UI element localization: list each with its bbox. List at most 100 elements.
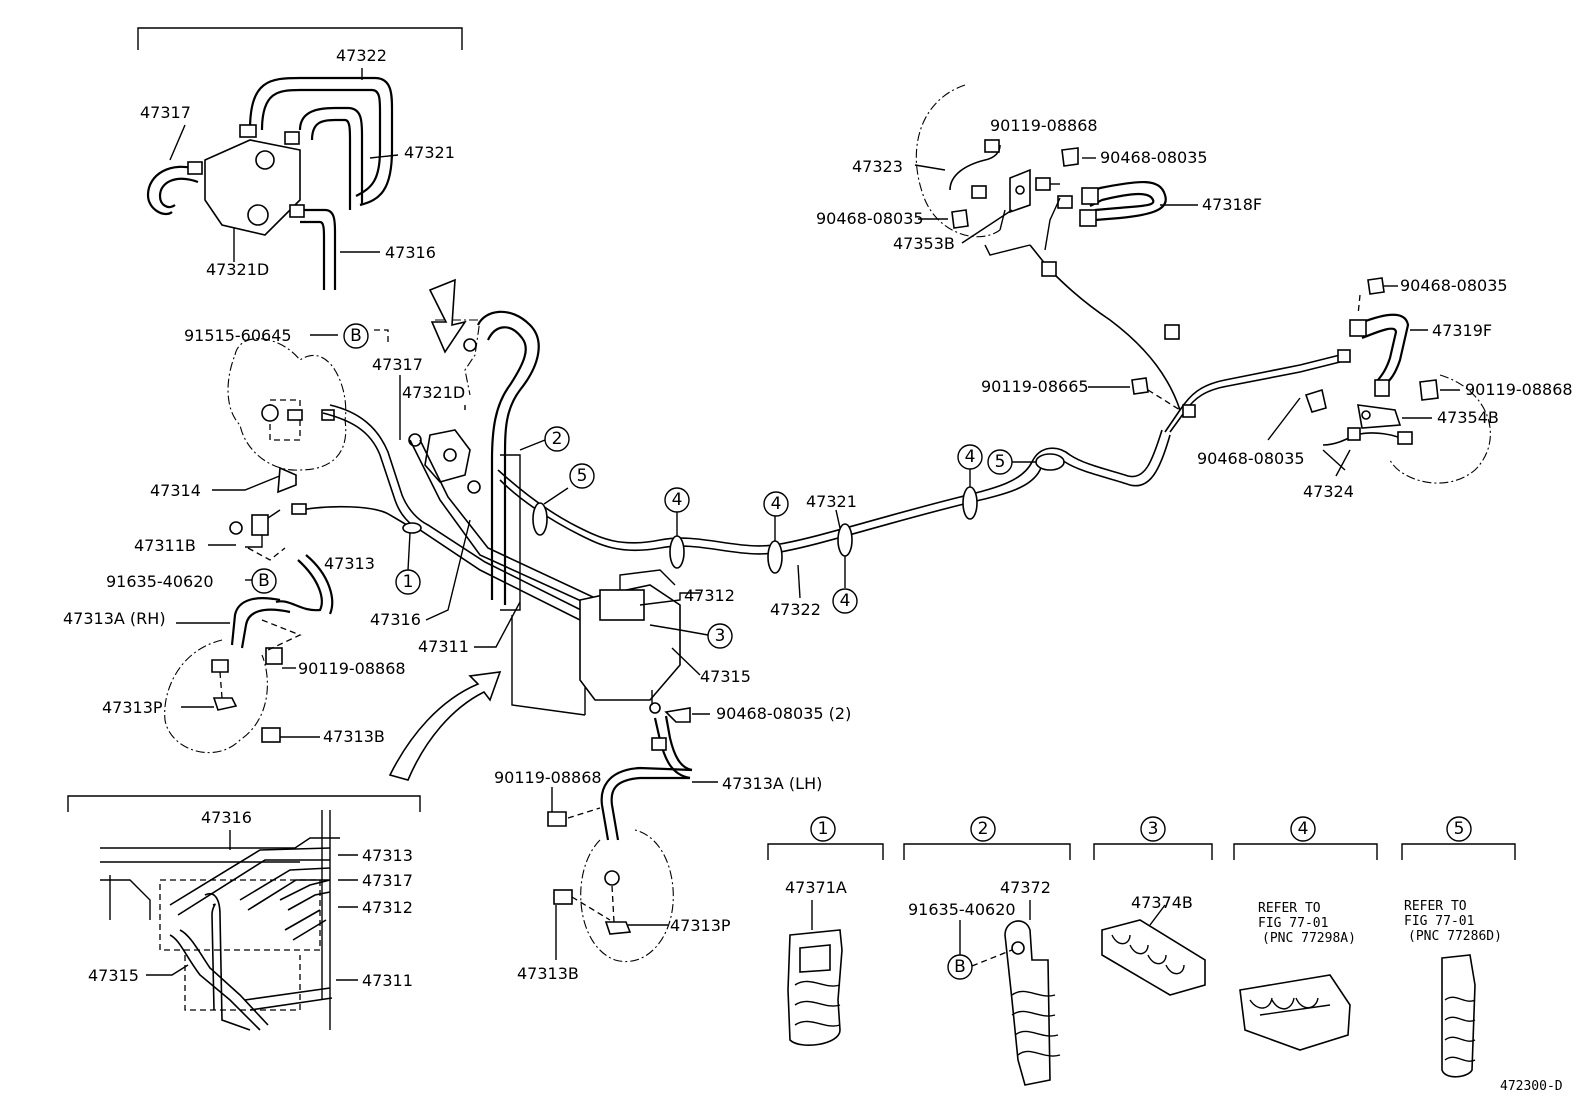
- svg-text:1: 1: [403, 572, 414, 592]
- label-47312-mid: 47312: [684, 586, 735, 605]
- label-90468-08035-r2: 90468-08035: [1197, 449, 1305, 468]
- label-fig-77-01-5: FIG 77-01: [1404, 914, 1474, 929]
- callout-b-top: B: [343, 323, 369, 349]
- label-90468-08035-tr1: 90468-08035: [1100, 148, 1208, 167]
- label-47313p-center: 47313P: [670, 916, 731, 935]
- label-47374b: 47374B: [1131, 893, 1193, 912]
- rear-left-backing-plate: [914, 84, 1198, 251]
- inset-valve-assembly: [137, 27, 463, 290]
- label-90119-08665: 90119-08665: [981, 377, 1089, 396]
- label-90119-08868-tr: 90119-08868: [990, 116, 1098, 135]
- left-bracket-assembly: [208, 466, 307, 581]
- master-cylinder-center: [399, 278, 481, 494]
- callout-4-a: 4: [664, 487, 690, 536]
- callout-2-return-hose: 2: [519, 426, 570, 452]
- label-47318f: 47318F: [1202, 195, 1262, 214]
- leader-47311-mid: [474, 601, 521, 648]
- lh-flex-hose: [547, 715, 718, 841]
- label-47315-mid: 47315: [700, 667, 751, 686]
- label-47313b-center: 47313B: [517, 964, 579, 983]
- label-90119-08868-left: 90119-08868: [298, 659, 406, 678]
- label-47311b: 47311B: [134, 536, 196, 555]
- callout-b-clamp: B: [947, 954, 973, 980]
- svg-text:5: 5: [1454, 819, 1465, 839]
- label-47315-inset: 47315: [88, 966, 139, 985]
- callout-5-a: 5: [543, 463, 595, 505]
- label-fig-77-01-4: FIG 77-01: [1258, 916, 1328, 931]
- svg-text:4: 4: [672, 490, 683, 510]
- label-47321d-top: 47321D: [206, 260, 269, 279]
- label-47321-top: 47321: [404, 143, 455, 162]
- label-47312-inset: 47312: [362, 898, 413, 917]
- label-90119-08868-r: 90119-08868: [1465, 380, 1573, 399]
- svg-text:3: 3: [1148, 819, 1159, 839]
- svg-text:4: 4: [965, 447, 976, 467]
- label-47313p-left: 47313P: [102, 698, 163, 717]
- leader-47316-mid: [425, 519, 471, 621]
- svg-text:5: 5: [995, 452, 1006, 472]
- label-47353b: 47353B: [893, 234, 955, 253]
- main-rear-lines: [497, 244, 1341, 574]
- label-47321d-mid: 47321D: [402, 383, 465, 402]
- label-47316-top: 47316: [385, 243, 436, 262]
- figure-id: 472300-D: [1500, 1079, 1563, 1094]
- label-47324: 47324: [1303, 482, 1354, 501]
- label-47311-inset: 47311: [362, 971, 413, 990]
- label-47316-inset: 47316: [201, 808, 252, 827]
- label-refer-to-5: REFER TO: [1404, 899, 1467, 914]
- svg-text:4: 4: [1298, 819, 1309, 839]
- bolt-90119-08665: [1131, 377, 1149, 395]
- arrow-to-inset: [388, 671, 502, 781]
- label-91635-40620-left: 91635-40620: [106, 572, 214, 591]
- leader-47322-mid: [797, 564, 801, 599]
- label-90468-08035-tr2: 90468-08035: [816, 209, 924, 228]
- label-47323: 47323: [852, 157, 903, 176]
- label-47313: 47313: [324, 554, 375, 573]
- label-47322-top: 47322: [336, 46, 387, 65]
- rh-flex-hose: [176, 554, 334, 669]
- callout-4-c: 4: [832, 556, 858, 614]
- inset-pipe-routing: [67, 795, 421, 1031]
- label-refer-to-4: REFER TO: [1258, 901, 1321, 916]
- svg-text:B: B: [258, 571, 270, 591]
- svg-text:4: 4: [771, 494, 782, 514]
- label-47313b-left: 47313B: [323, 727, 385, 746]
- clamp-detail-4: 4: [1233, 816, 1378, 1051]
- rh-wheel-circle: [164, 639, 320, 754]
- clamp-detail-1: 1: [767, 816, 884, 1046]
- label-47371a: 47371A: [785, 878, 847, 897]
- callout-4-d: 4: [957, 444, 983, 487]
- leader-47321-mid: [835, 509, 841, 529]
- svg-text:2: 2: [978, 819, 989, 839]
- label-90468-08035-2: 90468-08035 (2): [716, 704, 851, 723]
- svg-text:2: 2: [552, 429, 563, 449]
- label-47313a-rh: 47313A (RH): [63, 609, 166, 628]
- return-hose: [477, 310, 540, 611]
- label-47311-mid: 47311: [418, 637, 469, 656]
- callout-5-b: 5: [987, 449, 1036, 475]
- label-pnc-77286d: (PNC 77286D): [1408, 929, 1502, 944]
- label-90119-08868-center: 90119-08868: [494, 768, 602, 787]
- label-47313a-lh: 47313A (LH): [722, 774, 822, 793]
- lh-wheel-circle: [553, 829, 674, 963]
- svg-text:B: B: [954, 957, 966, 977]
- svg-text:1: 1: [818, 819, 829, 839]
- label-47372: 47372: [1000, 878, 1051, 897]
- label-90468-08035-r1: 90468-08035: [1400, 276, 1508, 295]
- label-47317-mid: 47317: [372, 355, 423, 374]
- label-47322-mid: 47322: [770, 600, 821, 619]
- svg-text:B: B: [350, 326, 362, 346]
- rear-right-backing-plate: [1267, 277, 1491, 484]
- callout-3-actuator: 3: [707, 623, 733, 649]
- svg-text:3: 3: [715, 626, 726, 646]
- center-actuator: [511, 569, 710, 723]
- label-pnc-77298a: (PNC 77298A): [1262, 931, 1356, 946]
- clamp-detail-2: 2: [903, 816, 1071, 1086]
- booster-area: [227, 329, 389, 471]
- label-91635-40620-clamp: 91635-40620: [908, 900, 1016, 919]
- label-47317-top: 47317: [140, 103, 191, 122]
- label-47314: 47314: [150, 481, 201, 500]
- label-47313-inset: 47313: [362, 846, 413, 865]
- label-47317-inset: 47317: [362, 871, 413, 890]
- callout-1-left-pipe: 1: [395, 532, 421, 595]
